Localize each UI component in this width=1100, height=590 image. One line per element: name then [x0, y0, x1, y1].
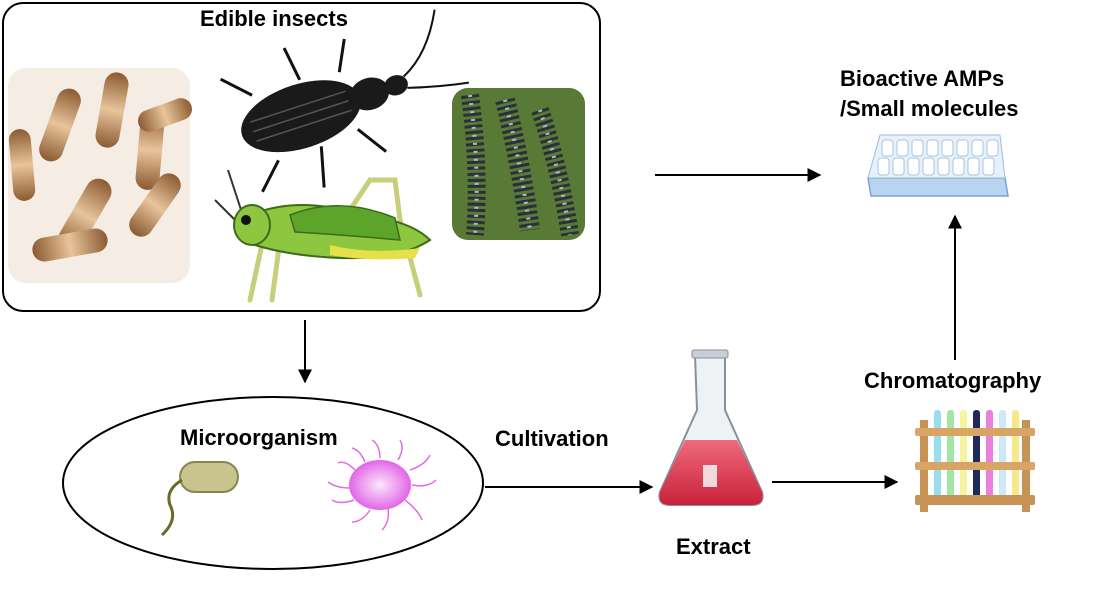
grasshopper-icon: [214, 169, 432, 303]
extract-label: Extract: [676, 534, 751, 559]
caterpillars-photo: [452, 88, 585, 240]
chromatography-label: Chromatography: [864, 368, 1042, 393]
products-label-line2: /Small molecules: [840, 96, 1019, 121]
fungus-cell-icon: [327, 439, 437, 531]
microorganism-title: Microorganism: [180, 425, 338, 450]
test-tube-rack-icon: [915, 410, 1035, 512]
larvae-photo: [8, 68, 192, 283]
products-label-line1: Bioactive AMPs: [840, 66, 1005, 91]
insects-title: Edible insects: [200, 6, 348, 31]
bacterium-icon: [160, 461, 239, 537]
erlenmeyer-flask-icon: [658, 349, 764, 506]
well-plate-icon: [867, 134, 1009, 197]
beetle-icon: [219, 9, 469, 193]
microorganism-ellipse: [62, 396, 484, 570]
cultivation-label: Cultivation: [495, 426, 609, 451]
